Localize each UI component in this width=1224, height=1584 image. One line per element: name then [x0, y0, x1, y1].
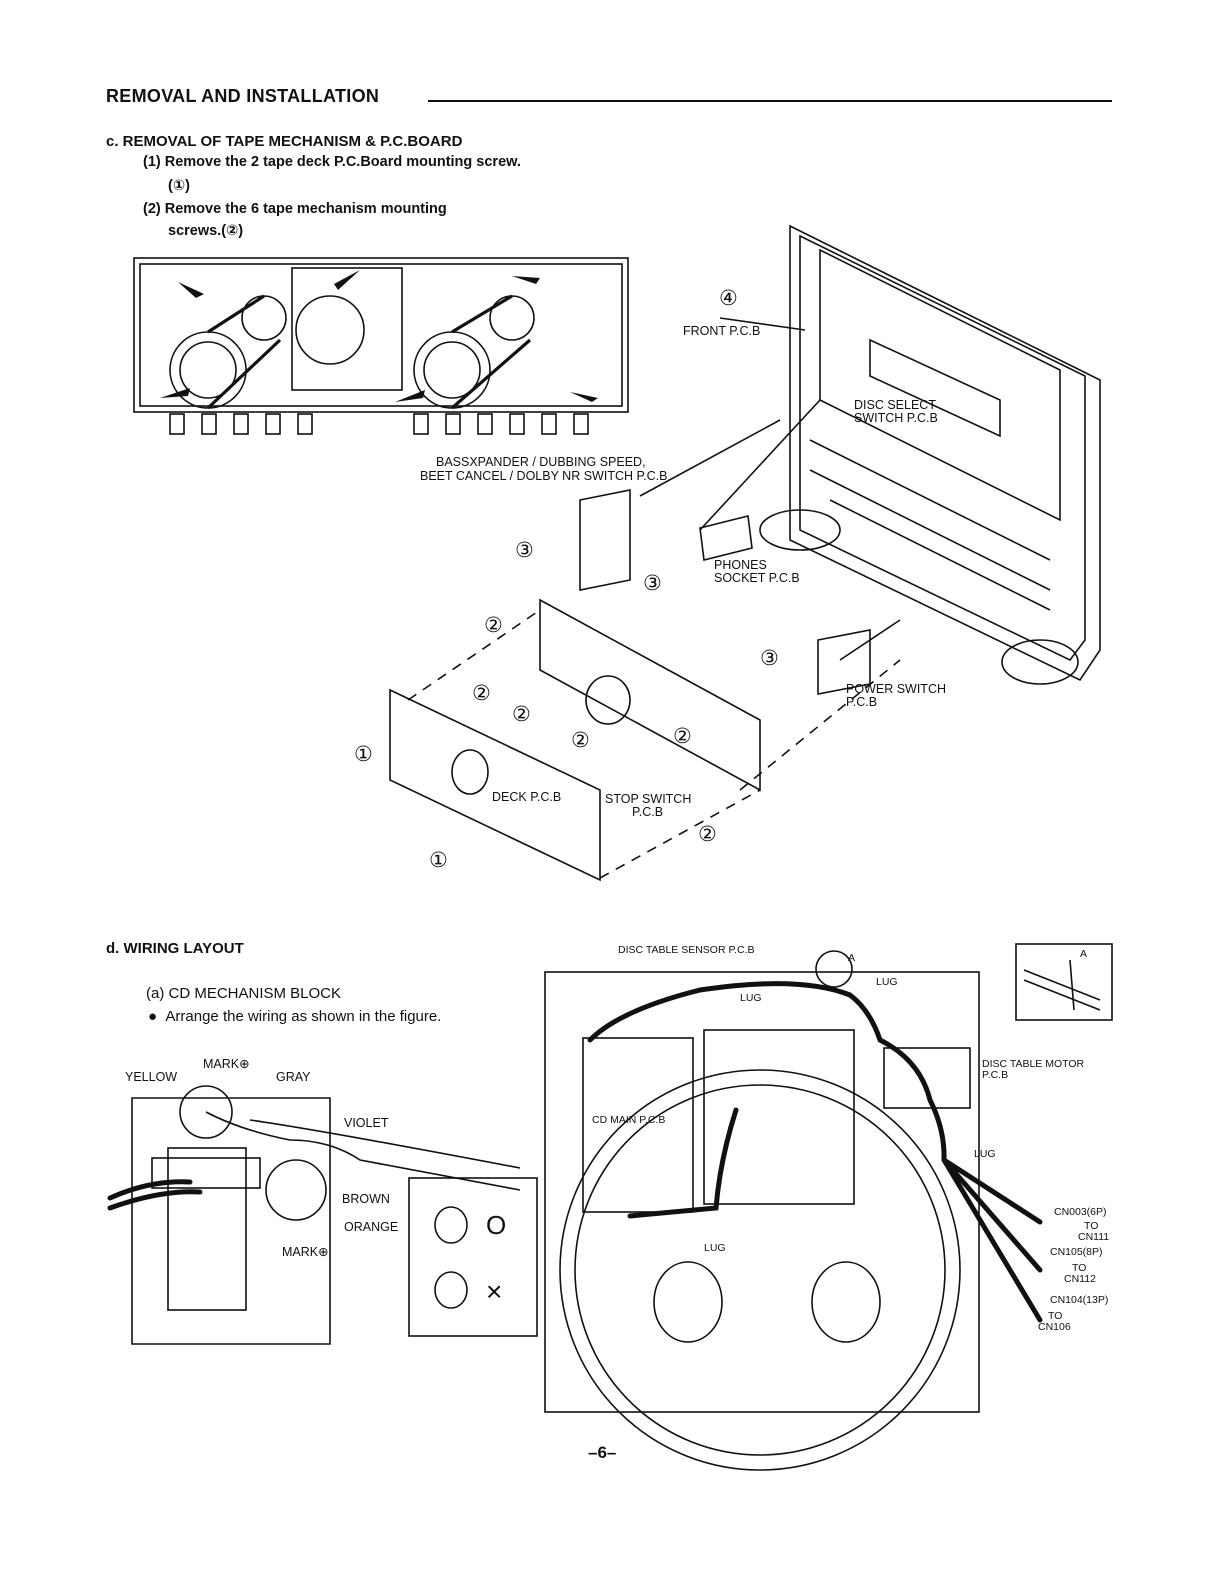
tape-step-2-cont: screws.(②)	[168, 223, 244, 239]
callout-4: ④	[719, 287, 738, 310]
tape-step-1: (1) Remove the 2 tape deck P.C.Board mou…	[143, 154, 521, 170]
wiring-bullet: ● Arrange the wiring as shown in the fig…	[148, 1008, 441, 1025]
correct-mark: O	[486, 1210, 507, 1240]
label-cn106: CN106	[1038, 1321, 1071, 1333]
tape-section-heading: c. REMOVAL OF TAPE MECHANISM & P.C.BOARD	[106, 133, 463, 150]
label-to-2: TO	[1072, 1262, 1087, 1274]
label-lug-2: LUG	[740, 992, 762, 1004]
label-front-pcb: FRONT P.C.B	[683, 324, 761, 338]
label-stop-switch-2: P.C.B	[632, 805, 664, 819]
label-cn105: CN105(8P)	[1050, 1246, 1103, 1258]
label-mark-bottom: MARK⊕	[282, 1245, 329, 1259]
bullet-dot: ●	[148, 1008, 166, 1025]
label-yellow: YELLOW	[125, 1070, 178, 1084]
label-bassxpander-2: BEET CANCEL / DOLBY NR SWITCH P.C.B	[420, 469, 668, 483]
label-lug-4: LUG	[704, 1242, 726, 1254]
wiring-section-heading: d. WIRING LAYOUT	[106, 940, 244, 957]
label-stop-switch-1: STOP SWITCH	[605, 792, 692, 806]
label-power-1: POWER SWITCH	[846, 682, 946, 696]
callout-2e: ②	[673, 725, 692, 748]
label-phones-1: PHONES	[714, 558, 767, 572]
callout-1a: ①	[354, 743, 373, 766]
label-power-2: P.C.B	[846, 695, 878, 709]
label-disc-table-sensor: DISC TABLE SENSOR P.C.B	[618, 944, 755, 956]
label-phones-2: SOCKET P.C.B	[714, 571, 800, 585]
label-cn104: CN104(13P)	[1050, 1294, 1109, 1306]
callout-3c: ③	[760, 647, 779, 670]
label-disc-select-2: SWITCH P.C.B	[854, 411, 938, 425]
wiring-subheading: (a) CD MECHANISM BLOCK	[146, 985, 342, 1002]
tape-step-1-ref: (①)	[168, 178, 190, 194]
label-violet: VIOLET	[344, 1116, 389, 1130]
label-to-1: TO	[1084, 1220, 1099, 1232]
callout-2b: ②	[472, 682, 491, 705]
callout-2f: ②	[698, 823, 717, 846]
page-title: REMOVAL AND INSTALLATION	[106, 86, 380, 106]
label-a-callout: A	[848, 952, 856, 964]
label-mark-top: MARK⊕	[203, 1057, 250, 1071]
callout-1b: ①	[429, 849, 448, 872]
label-orange: ORANGE	[344, 1220, 399, 1234]
label-cd-main-pcb: CD MAIN P.C.B	[592, 1114, 666, 1126]
label-cn003: CN003(6P)	[1054, 1206, 1107, 1218]
label-lug-1: LUG	[876, 976, 898, 988]
callout-3a: ③	[515, 539, 534, 562]
tape-step-2: (2) Remove the 6 tape mechanism mounting	[143, 201, 447, 217]
label-cn111: CN111	[1078, 1231, 1110, 1243]
callout-2c: ②	[512, 703, 531, 726]
callout-3b: ③	[643, 572, 662, 595]
label-disc-table-motor-1: DISC TABLE MOTOR	[982, 1058, 1085, 1070]
label-cn112: CN112	[1064, 1273, 1096, 1285]
label-disc-table-motor-2: P.C.B	[982, 1069, 1009, 1081]
incorrect-mark: ×	[486, 1276, 503, 1307]
label-gray: GRAY	[276, 1070, 311, 1084]
callout-2d: ②	[571, 729, 590, 752]
label-lug-3: LUG	[974, 1148, 996, 1160]
callout-2a: ②	[484, 614, 503, 637]
label-disc-select-1: DISC SELECT	[854, 398, 936, 412]
label-bassxpander-1: BASSXPANDER / DUBBING SPEED,	[436, 455, 646, 469]
label-a-detail: A	[1080, 948, 1088, 960]
label-brown: BROWN	[342, 1192, 390, 1206]
page-number: –6–	[588, 1443, 617, 1462]
label-to-3: TO	[1048, 1310, 1063, 1322]
label-deck-pcb: DECK P.C.B	[492, 790, 562, 804]
bullet-text: Arrange the wiring as shown in the figur…	[165, 1008, 442, 1025]
